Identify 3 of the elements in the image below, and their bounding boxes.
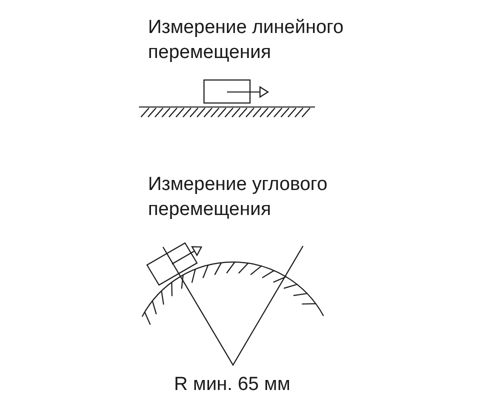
section-heading: Измерение углового перемещения: [148, 173, 328, 222]
dimension-label: R мин. 65 мм: [174, 373, 290, 397]
section-heading: Измерение линейного перемещения: [148, 16, 345, 65]
